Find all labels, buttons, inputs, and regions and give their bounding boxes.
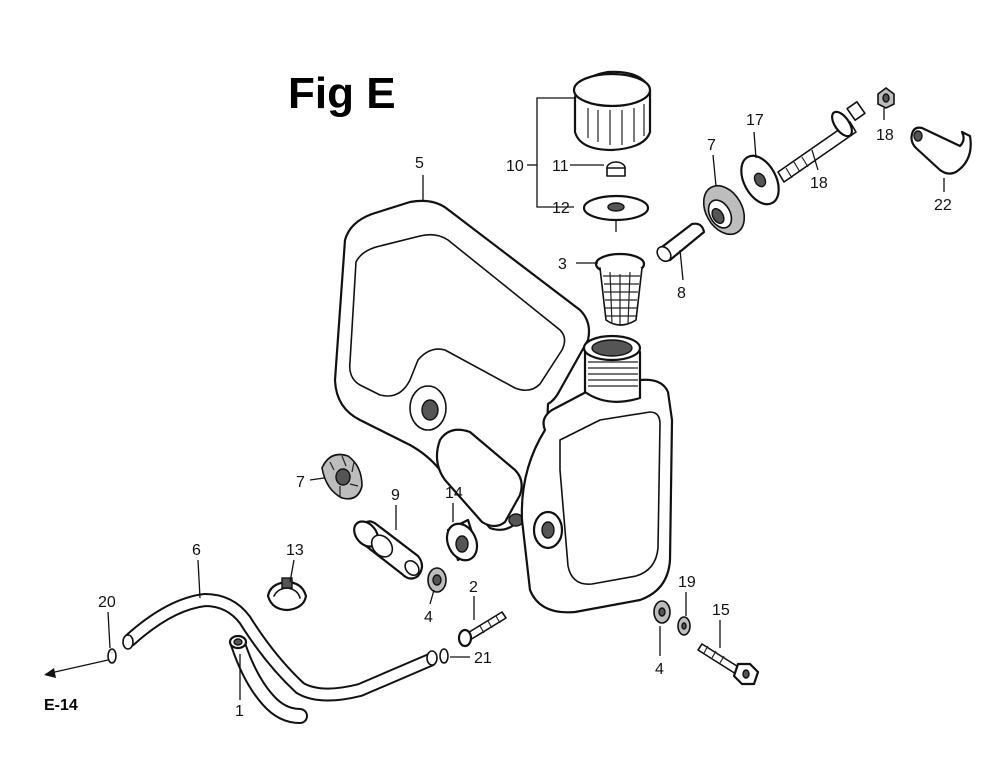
clamp-right [439, 648, 449, 664]
callout-nut-middle: 4 [424, 609, 433, 626]
grommet-left [321, 453, 363, 500]
callout-joint: 9 [391, 487, 400, 504]
callout-bracket: 22 [934, 197, 952, 214]
grommet-top [702, 184, 746, 236]
fuel-strainer [594, 252, 646, 326]
callout-bolt-top: 18 [810, 175, 828, 192]
callout-bolt-middle: 2 [469, 579, 478, 596]
callout-bushing: 14 [445, 485, 463, 502]
callout-grommet-top: 7 [707, 137, 716, 154]
callout-cap-seal: 11 [552, 158, 569, 175]
callout-clamp-left: 20 [98, 594, 116, 611]
clamp-left [107, 648, 117, 664]
callout-washer-right: 19 [678, 574, 696, 591]
callout-tube-end: 1 [235, 703, 244, 720]
figure-title: Fig E [288, 69, 396, 118]
callout-cap: 10 [506, 158, 524, 175]
callouts: 5 10 11 12 3 8 7 17 18 18 22 7 9 14 13 6… [98, 112, 952, 720]
bolt-right [697, 643, 760, 686]
callout-cap-plate: 12 [552, 200, 570, 217]
callout-hose: 6 [192, 542, 201, 559]
bolt-top [777, 101, 866, 183]
callout-nut-top: 18 [876, 127, 894, 144]
nut-top [877, 87, 895, 109]
nut-middle [427, 567, 447, 593]
bolt-middle [457, 611, 507, 648]
cap-plate [582, 194, 650, 232]
callout-grommet-left: 7 [296, 474, 305, 491]
washer-top [740, 154, 780, 206]
bracket [910, 126, 972, 175]
callout-washer-top: 17 [746, 112, 764, 129]
washer-right [677, 616, 691, 636]
hose-clip [266, 577, 308, 612]
callout-clip: 13 [286, 542, 304, 559]
callout-tank: 5 [415, 155, 424, 172]
collar [656, 222, 706, 263]
callout-collar: 8 [677, 285, 686, 302]
callout-strainer: 3 [558, 256, 567, 273]
fuel-cap [572, 70, 652, 152]
callout-nut-right: 4 [655, 661, 664, 678]
fuel-tank [333, 199, 674, 614]
bushing [445, 518, 479, 562]
callout-bolt-right: 15 [712, 602, 730, 619]
reference-label: E-14 [44, 697, 78, 714]
joint [353, 520, 424, 580]
fuel-hose [122, 592, 438, 724]
leader-lines [44, 97, 945, 700]
cap-seal [606, 161, 626, 177]
callout-clamp-right: 21 [474, 650, 492, 667]
nut-right [653, 600, 671, 624]
